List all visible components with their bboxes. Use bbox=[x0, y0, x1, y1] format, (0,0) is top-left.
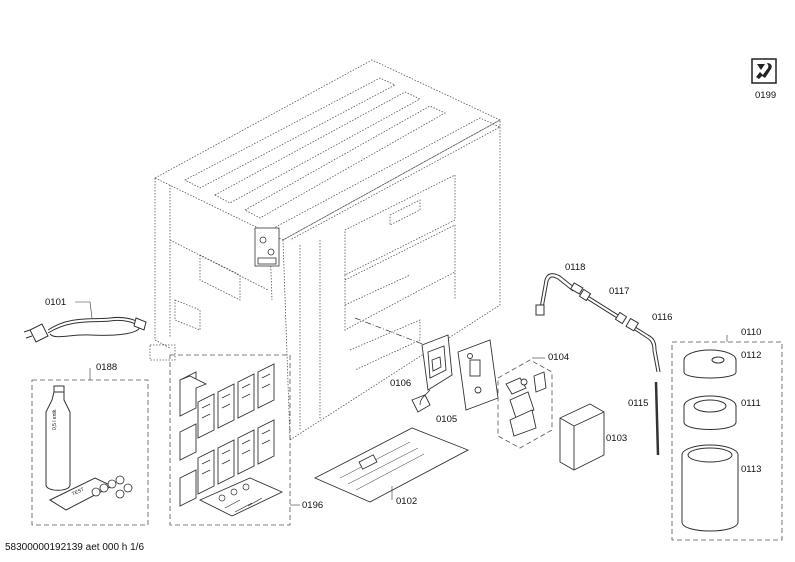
descaler-bottle bbox=[45, 391, 71, 491]
box-0110 bbox=[671, 335, 783, 541]
block-0103 bbox=[559, 403, 605, 471]
label-0117: 0117 bbox=[609, 286, 630, 297]
box-0104 bbox=[497, 359, 553, 449]
label-0102: 0102 bbox=[396, 496, 418, 507]
leader-housing bbox=[354, 317, 426, 346]
tube-0118 bbox=[539, 273, 576, 309]
control-panel-0106 bbox=[411, 334, 453, 413]
tube-0115 bbox=[654, 381, 660, 456]
cable-0106 bbox=[419, 389, 431, 406]
label-0188: 0188 bbox=[96, 362, 118, 373]
label-0101: 0101 bbox=[45, 297, 67, 308]
label-0196: 0196 bbox=[302, 500, 324, 511]
tubes bbox=[535, 273, 661, 456]
housing-hinge bbox=[254, 227, 280, 267]
drip-plate bbox=[313, 427, 470, 503]
leader-0101 bbox=[75, 301, 93, 319]
box-0188 bbox=[31, 368, 149, 526]
label-0118: 0118 bbox=[565, 262, 586, 273]
label-0111: 0111 bbox=[741, 398, 761, 409]
document-footer: 58300000192139 aet 000 h 1/6 bbox=[5, 542, 145, 553]
bracket-0105 bbox=[457, 339, 499, 411]
label-0113: 0113 bbox=[741, 464, 762, 475]
tube-0116 bbox=[631, 324, 661, 373]
label-0112: 0112 bbox=[741, 350, 762, 361]
power-cable bbox=[23, 317, 147, 343]
label-0199: 0199 bbox=[755, 90, 777, 101]
box-0196 bbox=[169, 354, 300, 526]
label-0106: 0106 bbox=[390, 378, 412, 389]
bottle-label: 0,5 l entk. bbox=[52, 408, 58, 430]
service-wrench-icon bbox=[751, 58, 777, 84]
label-0110: 0110 bbox=[741, 327, 762, 338]
label-0104: 0104 bbox=[548, 352, 570, 363]
label-0103: 0103 bbox=[606, 433, 628, 444]
label-0116: 0116 bbox=[652, 312, 673, 323]
label-0105: 0105 bbox=[436, 414, 458, 425]
label-0115: 0115 bbox=[628, 398, 649, 409]
